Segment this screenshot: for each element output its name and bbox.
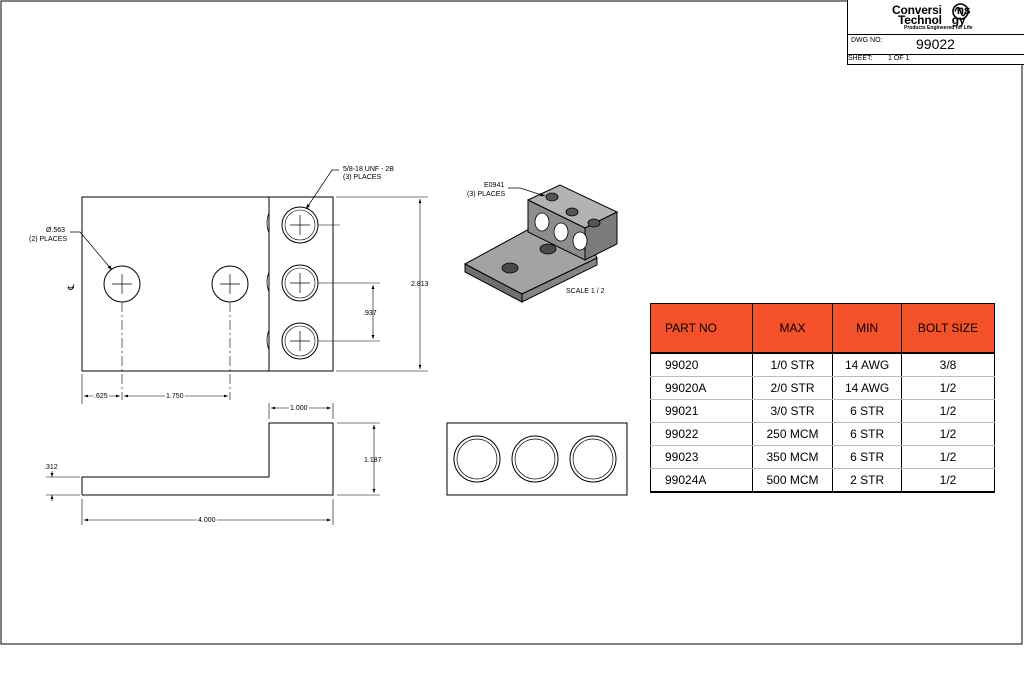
mount-hole bbox=[103, 265, 141, 400]
header-max: MAX bbox=[751, 303, 834, 354]
cell-max: 250 MCM bbox=[751, 422, 834, 446]
dim-hole-spacing: .937 bbox=[363, 310, 377, 317]
cell-part-no: 99021 bbox=[650, 399, 753, 423]
dwg-label: DWG NO: bbox=[851, 37, 883, 44]
threaded-hole bbox=[281, 206, 319, 244]
cell-bolt-size: 1/2 bbox=[900, 468, 996, 493]
sine-wave-icon bbox=[952, 3, 969, 20]
dim-hole-pitch: 1.750 bbox=[166, 393, 184, 400]
dwg-number: 99022 bbox=[916, 36, 955, 52]
cell-part-no: 99023 bbox=[650, 445, 753, 469]
sheet-border bbox=[0, 0, 1023, 645]
dim-length: 4.000 bbox=[198, 517, 216, 524]
threaded-hole bbox=[281, 322, 319, 360]
cell-max: 1/0 STR bbox=[751, 353, 834, 377]
centerline-symbol: ℄ bbox=[66, 284, 76, 291]
table-row: 99024A 500 MCM 2 STR 1/2 bbox=[650, 468, 996, 493]
cell-part-no: 99020 bbox=[650, 353, 753, 377]
hole-dia-callout: Ø.563 bbox=[46, 227, 65, 234]
cell-max: 500 MCM bbox=[751, 468, 834, 493]
top-view: 5/8-18 UNF - 2B (3) PLACES Ø.563 (2) PLA… bbox=[29, 166, 429, 404]
threaded-hole bbox=[281, 264, 319, 302]
cell-bolt-size: 1/2 bbox=[900, 399, 996, 423]
table-header-row: PART NO MAX MIN BOLT SIZE bbox=[650, 303, 996, 354]
table-row: 99021 3/0 STR 6 STR 1/2 bbox=[650, 399, 996, 423]
dim-side-height: 1.187 bbox=[364, 457, 382, 464]
cell-bolt-size: 3/8 bbox=[900, 353, 996, 377]
logo-tagline: Products Engineered for Life bbox=[904, 25, 973, 31]
header-min: MIN bbox=[832, 303, 902, 354]
cell-min: 6 STR bbox=[832, 445, 902, 469]
thread-callout: 5/8-18 UNF - 2B bbox=[343, 166, 394, 173]
table-row: 99023 350 MCM 6 STR 1/2 bbox=[650, 445, 996, 469]
header-bolt-size: BOLT SIZE bbox=[900, 303, 996, 354]
cell-min: 14 AWG bbox=[832, 376, 902, 400]
cell-part-no: 99022 bbox=[650, 422, 753, 446]
cell-bolt-size: 1/2 bbox=[900, 445, 996, 469]
cell-max: 350 MCM bbox=[751, 445, 834, 469]
iso-places: (3) PLACES bbox=[467, 191, 505, 198]
dwg-number-row: DWG NO: 99022 bbox=[848, 35, 1024, 55]
cell-min: 6 STR bbox=[832, 422, 902, 446]
cell-part-no: 99020A bbox=[650, 376, 753, 400]
cell-max: 2/0 STR bbox=[751, 376, 834, 400]
cell-part-no: 99024A bbox=[650, 468, 753, 493]
cell-bolt-size: 1/2 bbox=[900, 422, 996, 446]
cell-min: 2 STR bbox=[832, 468, 902, 493]
cell-max: 3/0 STR bbox=[751, 399, 834, 423]
header-part-no: PART NO bbox=[650, 303, 753, 354]
cell-min: 6 STR bbox=[832, 399, 902, 423]
end-view bbox=[446, 422, 628, 496]
dim-height-total: 2.813 bbox=[411, 281, 429, 288]
dim-thickness: .312 bbox=[44, 464, 58, 471]
isometric-view: E0941 (3) PLACES SCALE 1 / 2 bbox=[463, 182, 619, 303]
dim-edge-offset: .625 bbox=[94, 393, 108, 400]
table-row: 99020A 2/0 STR 14 AWG 1/2 bbox=[650, 376, 996, 400]
cell-min: 14 AWG bbox=[832, 353, 902, 377]
scale-label: SCALE 1 / 2 bbox=[566, 288, 605, 295]
mount-hole bbox=[211, 265, 249, 400]
parts-table: PART NO MAX MIN BOLT SIZE 99020 1/0 STR … bbox=[650, 303, 996, 493]
cell-bolt-size: 1/2 bbox=[900, 376, 996, 400]
side-view: 1.000 1.187 .312 4.000 bbox=[44, 403, 382, 526]
hole-places: (2) PLACES bbox=[29, 236, 67, 243]
sheet-value: 1 OF 1 bbox=[888, 55, 910, 62]
sheet-row: SHEET: 1 OF 1 bbox=[848, 55, 1024, 64]
sheet-label: SHEET: bbox=[848, 55, 873, 62]
table-row: 99020 1/0 STR 14 AWG 3/8 bbox=[650, 353, 996, 377]
thread-places: (3) PLACES bbox=[343, 174, 381, 181]
table-row: 99022 250 MCM 6 STR 1/2 bbox=[650, 422, 996, 446]
dim-top-width: 1.000 bbox=[290, 405, 308, 412]
iso-part-callout: E0941 bbox=[484, 182, 504, 189]
